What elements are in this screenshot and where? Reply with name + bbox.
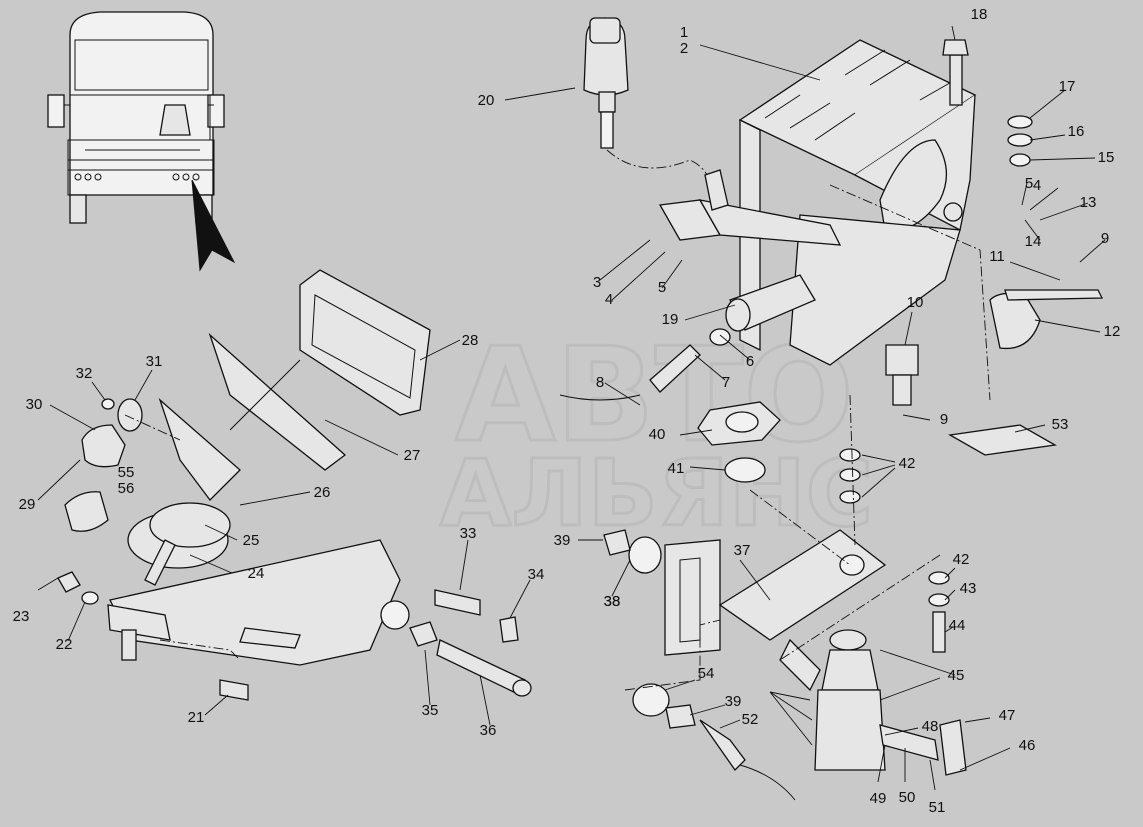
leader-lines [37, 25, 1106, 791]
callout-25: 25 [243, 532, 260, 549]
callout-40: 40 [649, 426, 666, 443]
reservoir-part [583, 17, 716, 201]
callout-46: 46 [1019, 737, 1036, 754]
callout-21: 21 [188, 709, 205, 726]
bus-front-view [47, 11, 236, 272]
pivot-arm [658, 169, 842, 246]
callout-47: 47 [999, 707, 1016, 724]
callout-30: 30 [26, 396, 43, 413]
callout-34: 34 [528, 566, 545, 583]
small-parts-right [603, 39, 1104, 729]
callout-43: 43 [960, 580, 977, 597]
callout-54: 54 [698, 665, 715, 682]
pedal-part [158, 269, 431, 501]
callout-4-secondary: 4 [1033, 177, 1041, 194]
callout-5-secondary: 5 [1025, 175, 1033, 192]
callout-32: 32 [76, 365, 93, 382]
callout-50: 50 [899, 789, 916, 806]
callout-26: 26 [314, 484, 331, 501]
watermark: АВТО АЛЬЯНС [439, 318, 875, 549]
callout-27: 27 [404, 447, 421, 464]
callout-49: 49 [870, 790, 887, 807]
callout-12: 12 [1104, 323, 1121, 340]
bracket-lower [664, 529, 887, 656]
callout-19: 19 [662, 311, 679, 328]
callout-45: 45 [948, 667, 965, 684]
center-lines [124, 184, 991, 691]
callout-15: 15 [1098, 149, 1115, 166]
callout-53: 53 [1052, 416, 1069, 433]
callout-22: 22 [56, 636, 73, 653]
callout-8: 8 [596, 374, 604, 391]
callout-37: 37 [734, 542, 751, 559]
callout-3: 3 [593, 274, 601, 291]
callout-41: 41 [668, 460, 685, 477]
callout-44: 44 [949, 617, 966, 634]
callout-18: 18 [971, 6, 988, 23]
callout-2: 2 [680, 40, 688, 57]
callout-6: 6 [746, 353, 754, 370]
callout-7: 7 [722, 374, 730, 391]
callout-39: 39 [554, 532, 571, 549]
callout-4: 4 [605, 291, 613, 308]
callout-39-secondary: 39 [725, 693, 742, 710]
callout-55: 55 [118, 464, 135, 481]
callout-29: 29 [19, 496, 36, 513]
callout-36: 36 [480, 722, 497, 739]
callout-10: 10 [907, 294, 924, 311]
callout-9-secondary: 9 [940, 411, 948, 428]
callout-42: 42 [899, 455, 916, 472]
callout-42-secondary: 42 [953, 551, 970, 568]
callout-5: 5 [658, 279, 666, 296]
callout-23: 23 [13, 608, 30, 625]
callout-35: 35 [422, 702, 439, 719]
valve-part [699, 629, 967, 801]
callout-1: 1 [680, 24, 688, 41]
callout-38: 38 [604, 593, 621, 610]
arrow-pointer-icon [191, 179, 236, 272]
callout-9: 9 [1101, 230, 1109, 247]
callout-24: 24 [248, 565, 265, 582]
callout-20: 20 [478, 92, 495, 109]
watermark-line-1: АВТО [455, 319, 854, 471]
callout-51: 51 [929, 799, 946, 816]
callout-11: 11 [989, 248, 1005, 265]
watermark-line-2: АЛЬЯНС [440, 440, 873, 547]
callout-52: 52 [742, 711, 759, 728]
callout-33: 33 [460, 525, 477, 542]
callout-38-secondary: 38 [604, 593, 621, 610]
cylinder-part [559, 274, 816, 401]
lever-part [107, 502, 410, 666]
callout-31: 31 [146, 353, 163, 370]
small-parts-left [57, 398, 143, 605]
callout-17: 17 [1059, 78, 1076, 95]
callout-13: 13 [1080, 194, 1097, 211]
callout-labels: 1 2 3 4 5 6 7 8 9 10 11 12 13 14 15 16 1… [13, 6, 1121, 816]
pin-parts [219, 589, 532, 701]
callout-16: 16 [1068, 123, 1085, 140]
callout-14: 14 [1025, 233, 1042, 250]
callout-56: 56 [118, 480, 135, 497]
callout-28: 28 [462, 332, 479, 349]
callout-48: 48 [922, 718, 939, 735]
